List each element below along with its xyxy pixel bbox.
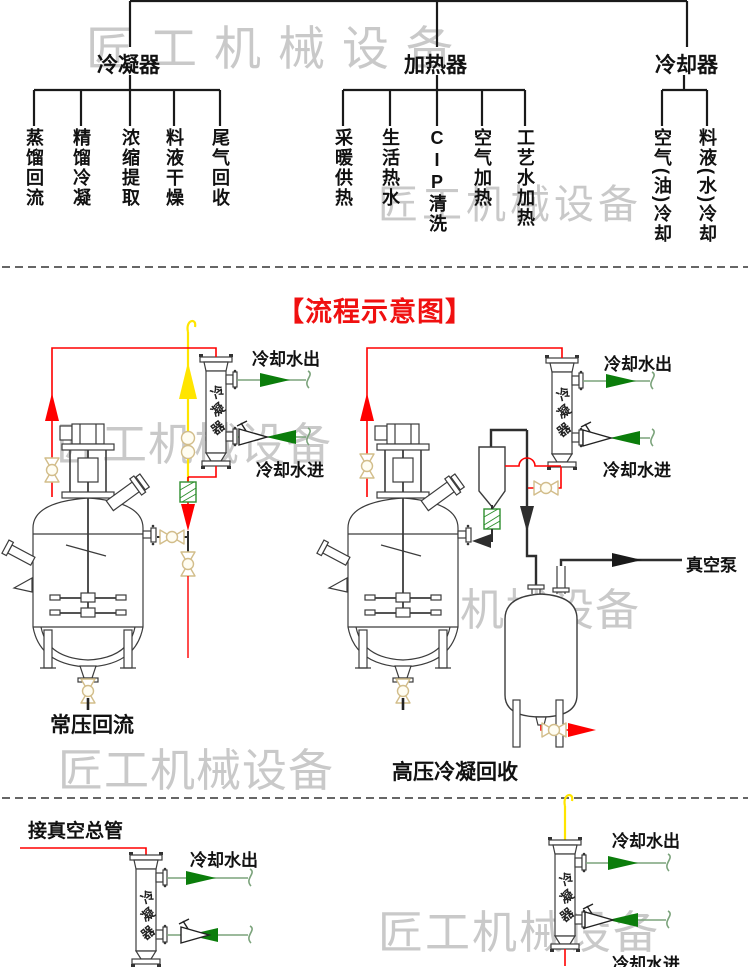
drain-valve bbox=[181, 552, 195, 576]
tree-branch-cooler: 冷却器 bbox=[655, 54, 718, 77]
tree-branch-heater: 加热器 bbox=[404, 54, 467, 77]
tree-leaf: 浓缩提取 bbox=[120, 128, 140, 208]
cooling-water-out-label: 冷却水出 bbox=[604, 355, 672, 374]
tree-leaf: 工艺水加热 bbox=[515, 128, 535, 228]
left-diagram-caption: 常压回流 bbox=[50, 714, 134, 737]
check-valve bbox=[580, 421, 612, 447]
tree-leaf: 生活热水 bbox=[380, 128, 400, 208]
right-flow-diagram bbox=[317, 347, 682, 748]
pressure-valve bbox=[533, 480, 559, 496]
sight-glass bbox=[179, 481, 197, 503]
cooling-water-out-label: 冷却水出 bbox=[612, 832, 680, 851]
cooling-water-in-label: 冷却水进 bbox=[256, 461, 324, 480]
vapor-arrow-up-red bbox=[360, 393, 374, 421]
cooling-out-arrow bbox=[186, 871, 216, 885]
cooling-in-arrow bbox=[266, 430, 296, 444]
cooling-out-arrow bbox=[608, 856, 638, 870]
tree-leaf: 料液干燥 bbox=[164, 128, 184, 208]
tree-leaf: 精馏冷凝 bbox=[71, 128, 91, 208]
check-valve bbox=[236, 420, 268, 446]
tree-branch-condenser: 冷凝器 bbox=[97, 54, 160, 77]
receiver-tank bbox=[504, 593, 578, 718]
watermark: 匠工机械设备 bbox=[378, 183, 642, 227]
cooling-in-arrow bbox=[610, 431, 640, 445]
section-separators bbox=[2, 266, 748, 799]
vapor-arrow-up-red bbox=[45, 393, 59, 421]
return-arrow-left bbox=[472, 534, 491, 548]
flow-diagram-title: 【流程示意图】 bbox=[277, 297, 473, 327]
reactor-vessel bbox=[2, 424, 156, 710]
discharge-arrow-right bbox=[568, 723, 596, 737]
condenser-tag: 冷凝器 bbox=[554, 383, 574, 440]
vacuum-arrow-right bbox=[612, 553, 642, 567]
cooling-out-arrow bbox=[260, 373, 290, 387]
vacuum-pump-label: 真空泵 bbox=[686, 556, 737, 575]
watermark: 匠工机械设备 bbox=[86, 22, 470, 75]
sight-glass bbox=[483, 508, 501, 530]
tree-leaf: 采暖供热 bbox=[333, 128, 353, 208]
tree-leaf: CIP清洗 bbox=[427, 128, 447, 234]
condenser-tag: 冷凝器 bbox=[557, 868, 577, 925]
vacuum-header-label: 接真空总管 bbox=[28, 821, 124, 842]
cooling-in-arrow bbox=[608, 913, 638, 927]
cooling-water-out-label: 冷却水出 bbox=[190, 851, 258, 870]
cooling-water-out-label: 冷却水出 bbox=[252, 350, 320, 369]
tree-leaf: 蒸馏回流 bbox=[24, 128, 44, 208]
vapor-arrow-up-yellow bbox=[179, 362, 197, 399]
reflux-valve bbox=[159, 529, 185, 545]
tree-leaf: 空气加热 bbox=[472, 128, 492, 208]
check-valve bbox=[582, 903, 614, 929]
watermark: 匠工机械设备 bbox=[378, 907, 661, 958]
classification-tree-lines bbox=[32, 0, 709, 126]
check-valve bbox=[178, 918, 210, 944]
condenser-tag: 冷凝器 bbox=[138, 886, 158, 943]
tree-leaf: 尾气回收 bbox=[210, 128, 230, 208]
reactor-vessel bbox=[317, 424, 471, 710]
condensate-arrow-down bbox=[520, 506, 534, 532]
condenser-tag: 冷凝器 bbox=[208, 381, 228, 438]
cooling-water-in-label: 冷却水进 bbox=[612, 955, 680, 967]
vacuum-hook bbox=[563, 793, 574, 808]
discharge-valve bbox=[541, 722, 567, 738]
tree-leaf: 料液(水)冷却 bbox=[697, 128, 717, 244]
cooling-water-in-label: 冷却水进 bbox=[603, 461, 671, 480]
cooling-out-arrow bbox=[606, 374, 636, 388]
bottom-right-condenser-diagram bbox=[547, 793, 671, 966]
tree-leaf: 空气(油)冷却 bbox=[652, 128, 672, 244]
bottom-left-condenser-diagram bbox=[20, 847, 253, 967]
condensate-arrow-down bbox=[181, 504, 195, 531]
right-diagram-caption: 高压冷凝回收 bbox=[392, 761, 518, 784]
left-flow-diagram bbox=[2, 319, 311, 710]
watermark: 匠工机械设备 bbox=[58, 745, 335, 796]
cyclone-separator bbox=[478, 446, 506, 510]
